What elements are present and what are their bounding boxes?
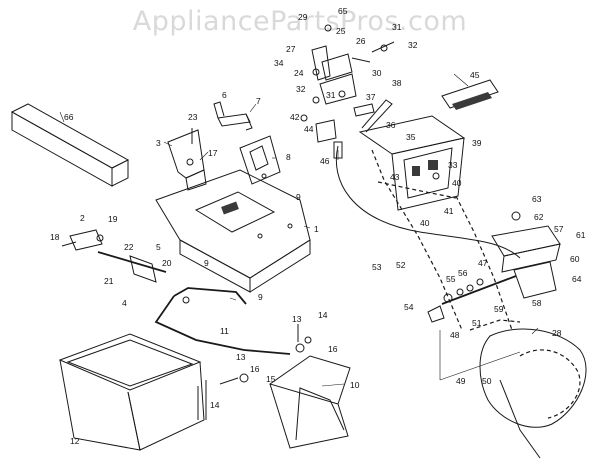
callout-43: 43 — [390, 172, 400, 182]
callout-23: 23 — [188, 112, 198, 122]
callout-62: 62 — [534, 212, 544, 222]
part-13-hardware[interactable] — [219, 324, 312, 385]
callout-35: 35 — [406, 132, 416, 142]
callout-28: 28 — [552, 328, 562, 338]
callout-58: 58 — [532, 298, 542, 308]
part-25-upper-bracket[interactable] — [311, 24, 395, 105]
part-45-bar[interactable] — [441, 79, 499, 110]
part-66-bar[interactable] — [10, 103, 130, 187]
callout-26: 26 — [356, 36, 366, 46]
callout-8: 8 — [286, 152, 291, 162]
callout-47: 47 — [478, 258, 488, 268]
callout-9c: 9 — [258, 292, 263, 302]
callout-51: 51 — [472, 318, 482, 328]
part-35-control-panel[interactable] — [358, 115, 466, 211]
part-8-plate[interactable] — [239, 135, 281, 185]
callout-5: 5 — [156, 242, 161, 252]
part-12-bin[interactable] — [58, 333, 207, 451]
callout-1: 1 — [314, 224, 319, 234]
callout-37: 37 — [366, 92, 376, 102]
callout-42: 42 — [290, 112, 300, 122]
part-28-handle-grip[interactable] — [479, 328, 587, 459]
callout-14b: 14 — [210, 400, 220, 410]
part-1-chute-housing[interactable] — [155, 169, 311, 293]
callout-59: 59 — [494, 304, 504, 314]
callout-13b: 13 — [236, 352, 246, 362]
leader-lines — [59, 73, 539, 387]
part-22-linkage[interactable] — [61, 229, 167, 283]
callout-27: 27 — [286, 44, 296, 54]
callout-40: 40 — [452, 178, 462, 188]
callout-53: 53 — [372, 262, 382, 272]
callout-16: 16 — [328, 344, 338, 354]
callout-4: 4 — [122, 298, 127, 308]
callout-45: 45 — [470, 70, 480, 80]
callout-30: 30 — [372, 68, 382, 78]
callout-31b: 31 — [326, 90, 336, 100]
callout-20: 20 — [162, 258, 172, 268]
callout-65: 65 — [338, 6, 348, 16]
callout-49: 49 — [456, 376, 466, 386]
callout-29: 29 — [298, 12, 308, 22]
callout-16b: 16 — [250, 364, 260, 374]
part-10-basket[interactable] — [268, 355, 351, 449]
callout-7: 7 — [256, 96, 261, 106]
callout-39: 39 — [472, 138, 482, 148]
dashed-guide-lines — [371, 149, 521, 331]
callout-61: 61 — [576, 230, 586, 240]
callout-32b: 32 — [296, 84, 306, 94]
callout-19: 19 — [108, 214, 118, 224]
callout-50: 50 — [482, 376, 492, 386]
callout-2: 2 — [80, 213, 85, 223]
part-6-strap[interactable] — [213, 101, 253, 131]
watermark: AppliancePartsPros.com — [132, 6, 468, 37]
callout-25: 25 — [336, 26, 346, 36]
callout-44: 44 — [304, 124, 314, 134]
callout-12: 12 — [70, 436, 80, 446]
callout-33: 33 — [448, 160, 458, 170]
callout-48: 48 — [450, 330, 460, 340]
callout-36: 36 — [386, 120, 396, 130]
callout-63: 63 — [532, 194, 542, 204]
callout-labels: 1 2 3 4 5 6 7 8 9 9 9 10 11 12 13 13 14 … — [50, 6, 586, 446]
callout-9b: 9 — [204, 258, 209, 268]
callout-17: 17 — [208, 148, 218, 158]
callout-60: 60 — [570, 254, 580, 264]
callout-38: 38 — [392, 78, 402, 88]
callout-22: 22 — [124, 242, 134, 252]
callout-15: 15 — [266, 374, 276, 384]
callout-10: 10 — [350, 380, 360, 390]
callout-54: 54 — [404, 302, 414, 312]
callout-52: 52 — [396, 260, 406, 270]
callout-64: 64 — [572, 274, 582, 284]
callout-41: 41 — [444, 206, 454, 216]
callout-3: 3 — [156, 138, 161, 148]
part-38-lever[interactable] — [300, 99, 393, 143]
callout-57: 57 — [554, 224, 564, 234]
part-11-rod[interactable] — [154, 287, 291, 355]
callout-13: 13 — [292, 314, 302, 324]
callout-24: 24 — [294, 68, 304, 78]
part-46-cable[interactable] — [333, 141, 521, 259]
callout-9: 9 — [296, 192, 301, 202]
callout-40b: 40 — [420, 218, 430, 228]
callout-11: 11 — [220, 326, 229, 336]
callout-66: 66 — [64, 112, 74, 122]
callout-34: 34 — [274, 58, 284, 68]
callout-6: 6 — [222, 90, 227, 100]
callout-18: 18 — [50, 232, 60, 242]
callout-21: 21 — [104, 276, 114, 286]
part-57-control-bracket[interactable] — [491, 211, 561, 299]
callout-32: 32 — [408, 40, 418, 50]
part-59-lever-linkage[interactable] — [427, 275, 521, 381]
callout-31: 31 — [392, 22, 402, 32]
callout-46: 46 — [320, 156, 330, 166]
part-3-bracket[interactable] — [167, 128, 207, 191]
callout-56: 56 — [458, 268, 468, 278]
callout-14: 14 — [318, 310, 328, 320]
callout-55: 55 — [446, 274, 456, 284]
